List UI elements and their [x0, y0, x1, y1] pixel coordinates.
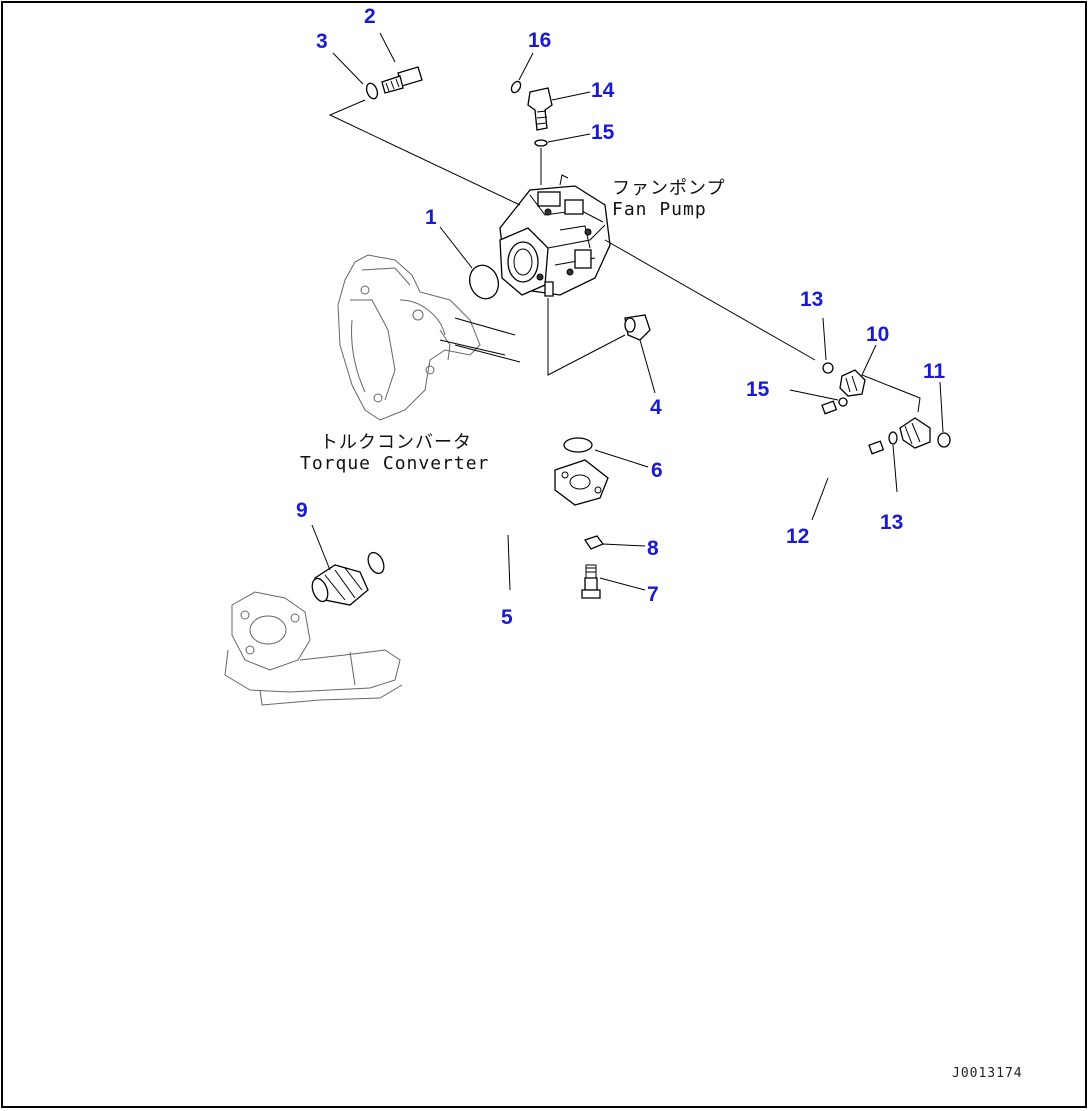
lower-component-outline: [224, 591, 403, 706]
part-12-hose: [792, 400, 885, 467]
callout-5: 5: [501, 606, 513, 629]
callout-8: 8: [647, 537, 659, 560]
part-15-oring-right: [838, 397, 848, 407]
callout-14: 14: [591, 79, 615, 102]
callout-9: 9: [296, 499, 308, 522]
part-9-coupling: [311, 564, 369, 606]
callout-7: 7: [647, 583, 659, 606]
callout-4: 4: [650, 396, 662, 419]
callout-12: 12: [786, 525, 810, 548]
part-8-nut: [583, 535, 605, 550]
callout-15-right: 15: [746, 378, 770, 401]
torque-converter-label-jp: トルクコンバータ: [320, 432, 472, 453]
part-7-bolt: [581, 564, 601, 599]
part-10b-fitting: [899, 417, 931, 449]
callout-1: 1: [425, 206, 437, 229]
part-5-suction-tube: [367, 459, 609, 575]
callout-2: 2: [364, 5, 376, 28]
drawing-id: J0013174: [952, 1066, 1023, 1081]
part-10-fitting: [839, 369, 866, 397]
fan-pump-body: [499, 174, 611, 297]
callout-6: 6: [651, 459, 663, 482]
part-13-oring-upper: [822, 362, 834, 374]
part-6-oring: [563, 437, 593, 453]
fan-pump-label-jp: ファンポンプ: [612, 178, 726, 199]
part-11-cap: [937, 432, 951, 448]
callout-16: 16: [528, 29, 552, 52]
callout-15-top: 15: [591, 121, 615, 144]
callout-11: 11: [923, 360, 946, 383]
fan-pump-caption: ファンポンプ Fan Pump: [612, 178, 726, 220]
part-16-plug: [510, 80, 522, 94]
part-1-gasket: [468, 264, 500, 300]
callout-10: 10: [866, 323, 890, 346]
part-15-oring-top: [534, 139, 548, 147]
part-4-fitting: [624, 314, 651, 341]
callout-3: 3: [316, 30, 328, 53]
torque-converter-housing: [337, 254, 521, 421]
part-2-bolt: [381, 66, 423, 94]
callout-13-upper: 13: [800, 288, 824, 311]
part-3-washer: [365, 82, 379, 100]
part-14-elbow: [527, 87, 553, 131]
fan-pump-label-en: Fan Pump: [612, 198, 707, 220]
torque-converter-label-en: Torque Converter: [300, 452, 490, 474]
callout-13-lower: 13: [880, 511, 904, 534]
part-13-oring-lower: [888, 431, 898, 445]
torque-converter-caption: トルクコンバータ Torque Converter: [300, 432, 490, 474]
